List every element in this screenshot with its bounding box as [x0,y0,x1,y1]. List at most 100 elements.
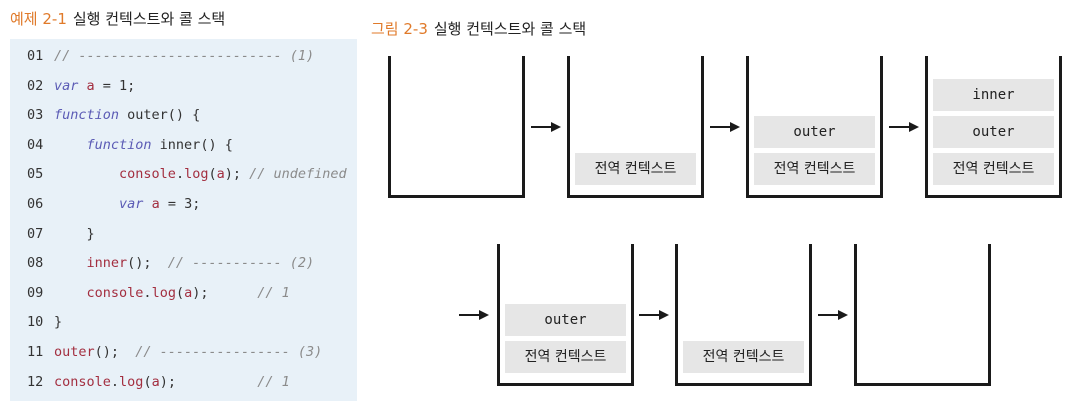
code-token: console [54,373,111,390]
code-token: function [54,107,120,124]
code-line: 06 var a = 3; [10,193,200,215]
code-token: a [151,196,160,212]
code-token: console [119,166,176,183]
line-number: 01 [27,48,44,64]
code-token: // undefined [249,166,347,183]
code-token: inner() { [151,136,233,153]
code-token: = 1; [94,77,136,94]
code-line: 08 inner(); // ----------- (2) [10,252,314,274]
line-number: 02 [27,77,44,94]
code-token: ( [208,166,217,183]
call-stack-5: outer 전역 컨텍스트 [497,244,634,386]
arrow-right-icon [710,122,740,132]
code-token [143,196,151,212]
line-number: 10 [27,314,44,331]
code-token: function [86,136,152,153]
figure-caption: 그림 2-3 실행 컨텍스트와 콜 스택 [371,18,586,39]
code-token [54,137,87,153]
code-token [54,166,119,182]
stack-frame: 전역 컨텍스트 [575,153,696,185]
code-token: (); [94,344,136,360]
code-token: inner [86,255,128,272]
code-line: 05 console.log(a); // undefined [10,163,347,185]
line-number: 12 [27,373,44,390]
call-stack-7 [854,244,991,386]
code-token: ); [224,166,250,183]
code-token: . [175,166,185,183]
code-token: = 3; [159,196,201,212]
code-token: log [151,284,176,301]
code-line: 02 var a = 1; [10,75,135,97]
call-stack-1 [388,56,525,198]
code-token: ); [192,284,258,301]
call-stack-6: 전역 컨텍스트 [675,244,812,386]
code-token: a [184,284,193,301]
arrow-right-icon [459,310,489,320]
figure-title: 실행 컨텍스트와 콜 스택 [433,20,587,38]
code-token [54,255,87,271]
code-token: console [86,284,144,301]
code-token: } [54,314,63,331]
line-number: 05 [27,166,44,183]
code-token: . [143,284,152,301]
code-token: var [54,77,79,94]
code-line: 03 function outer() { [10,104,200,126]
code-token: ( [175,284,185,301]
call-stack-2: 전역 컨텍스트 [567,56,704,198]
code-line: 12 console.log(a); // 1 [10,371,290,393]
code-line: 07 } [10,223,95,245]
line-number: 03 [27,107,44,124]
example-caption: 예제 2-1 실행 컨텍스트와 콜 스택 [10,8,225,29]
line-number: 08 [27,255,44,272]
stack-frame: inner [933,79,1054,111]
code-token [54,285,87,301]
code-token: a [216,166,225,183]
stack-frame: outer [754,116,875,148]
code-token: } [54,225,95,242]
line-number: 06 [27,196,44,212]
figure-number: 그림 2-3 [371,20,428,38]
line-number: 11 [27,344,44,360]
code-token: // ---------------- (3) [135,344,323,360]
arrow-right-icon [818,310,848,320]
code-token: ( [143,373,152,390]
code-token: // 1 [257,284,290,301]
code-line: 01 // ------------------------- (1) [10,45,314,67]
code-token: (); [127,255,168,272]
code-line: 11 outer(); // ---------------- (3) [10,341,322,363]
code-token: . [110,373,120,390]
code-token: // ------------------------- (1) [54,48,315,64]
arrow-right-icon [889,122,919,132]
code-token: a [151,373,160,390]
example-number: 예제 2-1 [10,10,67,28]
code-token: var [119,196,144,212]
code-token: outer() { [119,107,201,124]
code-token: // 1 [257,373,290,390]
code-token: // ----------- (2) [167,255,315,272]
code-token: log [119,373,144,390]
arrow-right-icon [639,310,669,320]
example-title: 실행 컨텍스트와 콜 스택 [72,10,226,28]
code-listing: 01 // ------------------------- (1) 02 var … [10,39,357,401]
code-token [78,78,86,94]
line-number: 09 [27,284,44,301]
code-token: a [86,77,95,94]
code-token [54,196,119,212]
code-token: log [184,166,209,183]
stack-frame: outer [933,116,1054,148]
stack-frame: 전역 컨텍스트 [505,341,626,373]
stack-frame: 전역 컨텍스트 [933,153,1054,185]
line-number: 04 [27,136,44,153]
call-stack-4: inner outer 전역 컨텍스트 [925,56,1062,198]
stack-frame: 전역 컨텍스트 [683,341,804,373]
code-token: outer [54,344,95,360]
code-line: 04 function inner() { [10,134,233,156]
code-token: ); [159,373,258,390]
code-line: 10} [10,311,62,333]
code-line: 09 console.log(a); // 1 [10,282,290,304]
arrow-right-icon [531,122,561,132]
line-number: 07 [27,225,44,242]
stack-frame: outer [505,304,626,336]
call-stack-3: outer 전역 컨텍스트 [746,56,883,198]
stack-frame: 전역 컨텍스트 [754,153,875,185]
